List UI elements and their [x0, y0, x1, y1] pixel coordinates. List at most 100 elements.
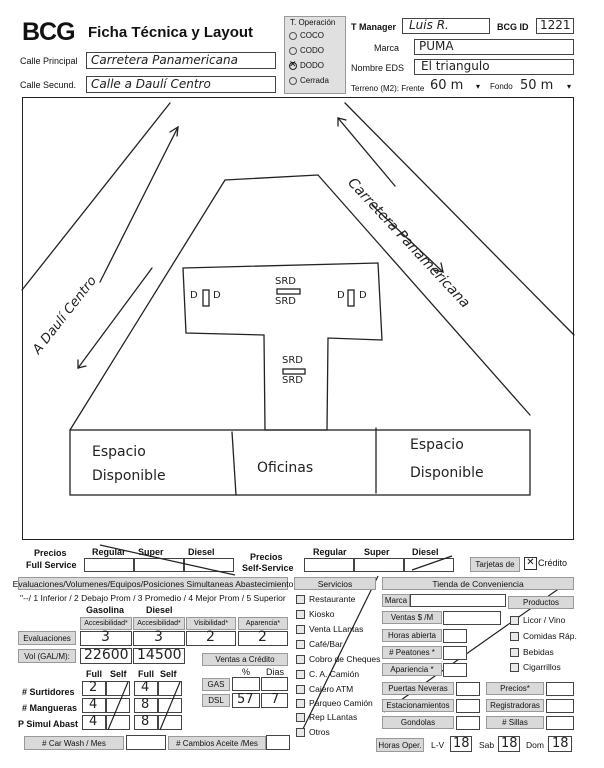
- t-manager-value: Luis R.: [409, 18, 449, 32]
- full-super-head: Super: [138, 547, 164, 557]
- cambios-aceite-field[interactable]: [266, 735, 290, 750]
- apariencia-field[interactable]: [443, 663, 467, 677]
- gas-pct-field[interactable]: [232, 677, 260, 691]
- servicio-atm-checkbox[interactable]: [296, 685, 305, 694]
- servicio-cafe-checkbox[interactable]: [296, 640, 305, 649]
- dsl-dias-field[interactable]: 7: [261, 692, 288, 708]
- self-super-head: Super: [364, 547, 390, 557]
- productos-label: Productos: [508, 596, 574, 609]
- vol-gas-field[interactable]: 22600: [80, 647, 132, 664]
- bcg-id-field[interactable]: 1221: [536, 18, 574, 34]
- operacion-dodo[interactable]: DODO: [289, 59, 324, 70]
- vol-diesel-field[interactable]: 14500: [133, 647, 185, 664]
- surtidores-label: # Surtidores: [22, 687, 75, 697]
- dom-value: 18: [552, 736, 569, 751]
- estacionamientos-label: Estacionamientos: [382, 699, 454, 712]
- dsl-dias-value: 7: [271, 692, 280, 707]
- road-left-outer: [21, 102, 171, 291]
- layout-sketch-frame: [22, 97, 574, 540]
- full-diesel-head: Diesel: [188, 547, 215, 557]
- espacio-right-line2: Disponible: [410, 465, 484, 481]
- operacion-coco[interactable]: COCO: [289, 31, 324, 40]
- carwash-field[interactable]: [126, 735, 166, 750]
- mang-diesel-full-field[interactable]: 8: [134, 697, 158, 713]
- arrow-right-down: [371, 204, 444, 273]
- srd-top-2: SRD: [275, 296, 296, 307]
- servicio-camion-checkbox[interactable]: [296, 670, 305, 679]
- servicio-cheques-checkbox[interactable]: [296, 655, 305, 664]
- radio-cerrada-icon: [289, 76, 297, 85]
- full-diesel-field[interactable]: [184, 558, 234, 572]
- bebidas-checkbox[interactable]: [510, 648, 519, 657]
- sab-field[interactable]: 18: [498, 736, 520, 752]
- precios-label: Precios*: [486, 682, 544, 695]
- simul-diesel-full-field[interactable]: 8: [134, 714, 158, 730]
- eval-acc2-field[interactable]: 3: [133, 629, 185, 646]
- cigarrillos-checkbox[interactable]: [510, 663, 519, 672]
- servicio-parqueo-checkbox[interactable]: [296, 699, 305, 708]
- registradoras-field[interactable]: [546, 699, 574, 713]
- mang-full-field[interactable]: 4: [82, 697, 106, 713]
- fondo-dropdown-icon[interactable]: ▾: [567, 82, 572, 91]
- gondolas-field[interactable]: [456, 716, 480, 730]
- pump-island-left: [202, 289, 210, 307]
- page-title: Ficha Técnica y Layout: [88, 24, 254, 41]
- servicio-kiosko-checkbox[interactable]: [296, 610, 305, 619]
- servicios-header: Servicios: [294, 577, 376, 590]
- ventas-field[interactable]: [443, 611, 501, 625]
- fondo-value[interactable]: 50 m: [520, 78, 554, 93]
- nombre-eds-field[interactable]: El triangulo: [414, 59, 574, 75]
- comidas-checkbox[interactable]: [510, 632, 519, 641]
- eval-apar-field[interactable]: 2: [238, 629, 288, 646]
- calle-secund-field[interactable]: Calle a Daulí Centro: [86, 76, 276, 93]
- servicio-llantas-checkbox[interactable]: [296, 625, 305, 634]
- self-regular-field[interactable]: [304, 558, 354, 572]
- simul-diesel-self-field[interactable]: [158, 715, 182, 730]
- self-head-diesel: Self: [160, 669, 177, 679]
- tienda-marca-field[interactable]: [410, 594, 506, 607]
- oficinas-label: Oficinas: [257, 460, 314, 476]
- surt-full-field[interactable]: 2: [82, 680, 106, 696]
- frente-value[interactable]: 60 m: [430, 78, 464, 93]
- simul-self-field[interactable]: [106, 715, 130, 730]
- horas-abierta-field[interactable]: [443, 629, 467, 643]
- puertas-field[interactable]: [456, 682, 480, 696]
- calle-principal-value: Carretera Panamericana: [91, 53, 238, 67]
- lv-value: 18: [453, 736, 470, 751]
- precios-field[interactable]: [546, 682, 574, 696]
- peatones-field[interactable]: [443, 646, 467, 660]
- surt-diesel-full-field[interactable]: 4: [134, 680, 158, 696]
- credito-checkbox-checked-icon[interactable]: ✕: [524, 557, 537, 570]
- self-head-gas: Self: [110, 669, 127, 679]
- licor-checkbox[interactable]: [510, 616, 519, 625]
- dom-field[interactable]: 18: [548, 736, 572, 752]
- lv-field[interactable]: 18: [450, 736, 472, 752]
- dsl-pct-field[interactable]: 57: [232, 692, 260, 708]
- espacio-left-line1: Espacio: [92, 444, 146, 460]
- operacion-cerrada[interactable]: Cerrada: [289, 76, 329, 85]
- servicio-otros-checkbox[interactable]: [296, 728, 305, 737]
- frente-dropdown-icon[interactable]: ▾: [476, 82, 481, 91]
- visibilidad-head: Visibilidad*: [186, 617, 236, 630]
- estacionamientos-field[interactable]: [456, 699, 480, 713]
- eval-acc1-field[interactable]: 3: [80, 629, 132, 646]
- marca-field[interactable]: PUMA: [414, 39, 574, 55]
- servicio-rep-llantas-checkbox[interactable]: [296, 713, 305, 722]
- t-manager-field[interactable]: Luis R.: [402, 18, 490, 34]
- road-right-outer: [344, 102, 575, 336]
- marca-value: PUMA: [419, 39, 454, 53]
- sillas-field[interactable]: [546, 716, 574, 730]
- self-super-field[interactable]: [354, 558, 404, 572]
- marca-label: Marca: [374, 43, 400, 53]
- calle-secund-label: Calle Secund.: [20, 80, 77, 90]
- gas-dias-field[interactable]: [261, 677, 288, 691]
- eval-visib-field[interactable]: 2: [186, 629, 236, 646]
- calle-principal-field[interactable]: Carretera Panamericana: [86, 52, 276, 69]
- servicio-restaurante-checkbox[interactable]: [296, 595, 305, 604]
- operacion-codo[interactable]: CODO: [289, 46, 324, 55]
- precios-full-label: Precios: [34, 548, 67, 558]
- simul-full-field[interactable]: 4: [82, 714, 106, 730]
- full-regular-field[interactable]: [84, 558, 134, 572]
- servicio-camion: C. A. Camión: [309, 669, 360, 679]
- tarjetas-label: Tarjetas de: [470, 557, 520, 572]
